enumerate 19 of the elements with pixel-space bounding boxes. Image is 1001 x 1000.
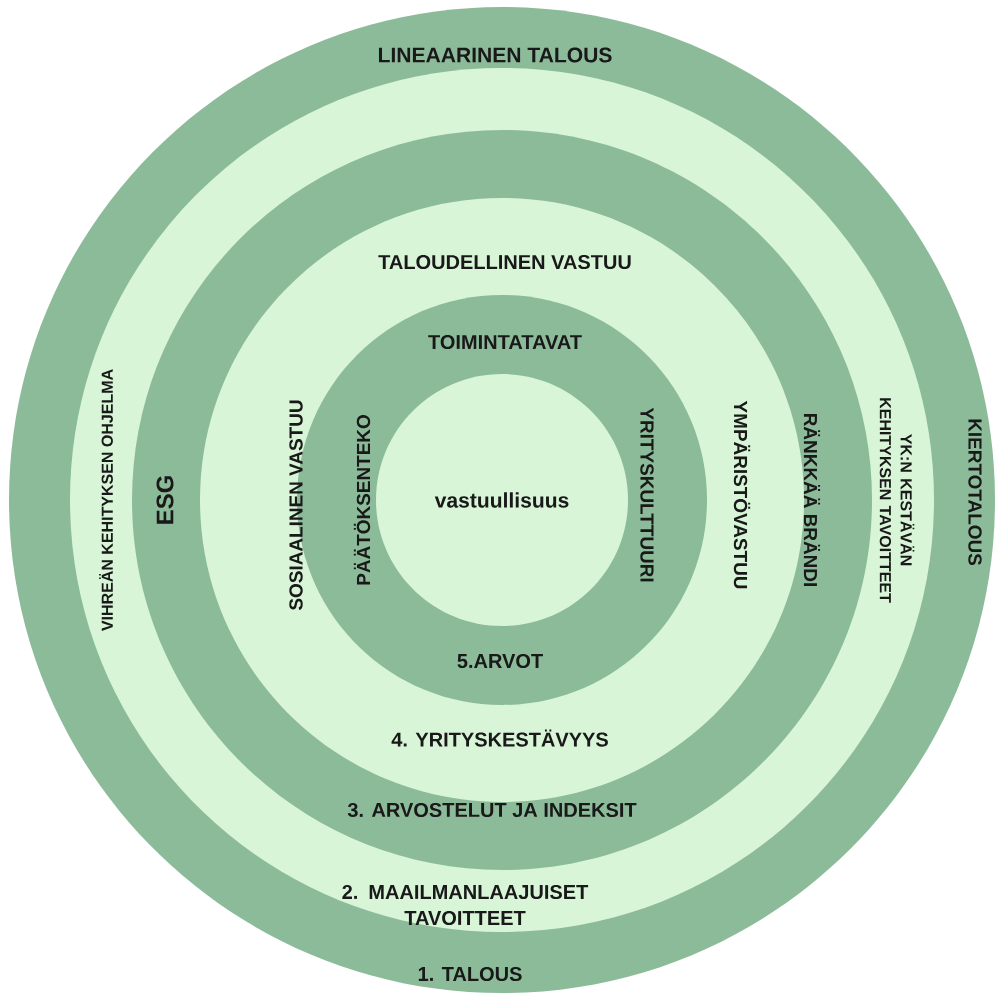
ring-label: ESG	[156, 476, 174, 524]
ring-label: 3. ARVOSTELUT JA INDEKSIT	[347, 802, 637, 818]
ring-label: KIERTOTALOUS	[968, 419, 982, 566]
ring-label: YRITYSKULTTUURI	[640, 407, 654, 582]
ring-label: TALOUDELLINEN VASTUU	[378, 254, 631, 270]
center-circle	[376, 374, 628, 626]
ring-label: YK:N KESTÄVÄN KEHITYKSEN TAVOITTEET	[879, 398, 915, 603]
ring-label: 4. YRITYSKESTÄVYYS	[391, 729, 608, 747]
ring-label: 1. TALOUS	[418, 966, 522, 982]
ring-label: PÄÄTÖKSENTEKO	[353, 415, 371, 585]
ring-label: 2. MAAILMANLAAJUISET TAVOITTEET	[342, 884, 589, 926]
ring-label: VIHREÄN KEHITYKSEN OHJELMA	[99, 369, 113, 631]
ring-label: 5.ARVOT	[457, 653, 543, 669]
ring-label: LINEAARINEN TALOUS	[379, 47, 612, 63]
ring-label: RÄNKKÄÄ BRÄNDI	[803, 414, 821, 586]
center-label: vastuullisuus	[434, 492, 569, 508]
ring-label: YMPÄRISTÖVASTUU	[733, 400, 751, 589]
ring-label: SOSIAALINEN VASTUU	[289, 400, 303, 610]
ring-label: TOIMINTATAVAT	[428, 334, 582, 350]
